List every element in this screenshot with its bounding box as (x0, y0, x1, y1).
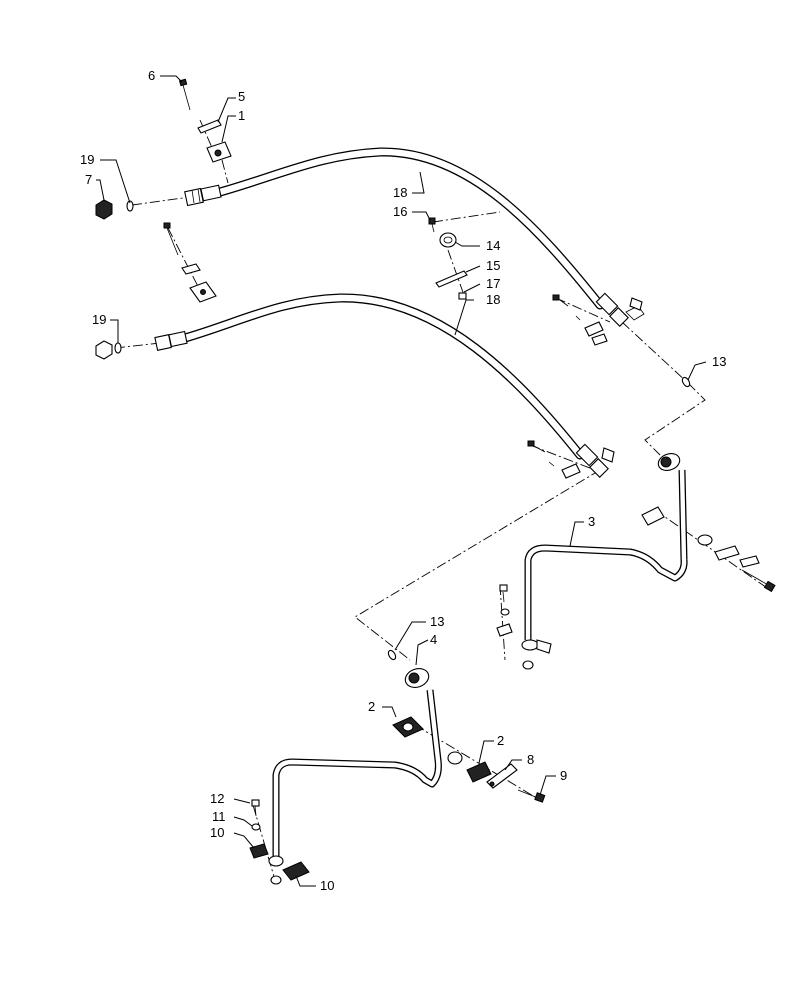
nut-lower (95, 340, 113, 360)
tube-4-top-flange (404, 668, 430, 688)
clamp-1 (206, 141, 232, 163)
upper-hose (184, 147, 645, 327)
callout-8: 8 (527, 752, 534, 767)
o-ring-19-lower (114, 342, 122, 354)
callout-13-lower: 13 (430, 614, 444, 629)
tube-4-bottom-end (268, 855, 284, 867)
callout-16: 16 (393, 204, 407, 219)
callout-17: 17 (486, 276, 500, 291)
clamp-10-lower (270, 861, 310, 885)
o-ring-13-upper (681, 376, 691, 388)
callout-2-left: 2 (368, 699, 375, 714)
callout-14: 14 (486, 238, 500, 253)
bolt-12 (251, 799, 260, 817)
callout-3: 3 (588, 514, 595, 529)
clamp-14 (439, 232, 457, 248)
o-ring-19-upper (126, 200, 134, 212)
clamp-bolt-stack-lower-right (527, 440, 581, 479)
o-ring-13-lower (387, 649, 397, 661)
lower-hose-left-fitting (154, 330, 188, 351)
lower-hose (154, 293, 615, 478)
tube-3 (521, 453, 688, 670)
clamp-bolt-stack-left (163, 222, 217, 303)
tube-3-top-flange (657, 453, 681, 471)
tube-3-bottom-bolt-stack (496, 584, 513, 637)
tube-3-bottom-end (521, 639, 552, 670)
tube-4 (268, 668, 442, 867)
upper-hose-right-fitting (595, 292, 645, 327)
callout-10-lower: 10 (320, 878, 334, 893)
callout-11: 11 (212, 809, 226, 824)
callout-9: 9 (560, 768, 567, 783)
callout-19-upper: 19 (80, 152, 94, 167)
washer-11 (251, 823, 261, 831)
callout-19-lower: 19 (92, 312, 106, 327)
clamp-2-right (466, 761, 492, 783)
clamp-10-upper (249, 843, 269, 859)
bolt-9 (517, 789, 546, 803)
clamp-plate-5 (197, 119, 222, 134)
callout-2-right: 2 (497, 733, 504, 748)
callout-18-lower: 18 (486, 292, 500, 307)
nut-7 (95, 199, 113, 220)
callout-13-upper: 13 (712, 354, 726, 369)
clamp-bolt-stack-upper-right (552, 294, 608, 346)
callout-15: 15 (486, 258, 500, 273)
plate-15 (435, 270, 468, 288)
callout-12: 12 (210, 791, 224, 806)
callout-4: 4 (430, 632, 437, 647)
assembly-centerlines (114, 119, 771, 881)
bolt-16 (428, 217, 436, 233)
callout-5: 5 (238, 89, 245, 104)
callout-6: 6 (148, 68, 155, 83)
plate-8 (486, 763, 518, 789)
nut-17 (458, 292, 467, 300)
bolt-6 (178, 78, 191, 111)
spacer (447, 751, 463, 765)
callout-18-upper: 18 (393, 185, 407, 200)
leader-lines (96, 75, 707, 887)
upper-hose-left-fitting (184, 184, 222, 207)
callout-10-upper: 10 (210, 825, 224, 840)
tube-3-clamp-hardware (641, 506, 776, 593)
callout-1: 1 (238, 108, 245, 123)
callout-7: 7 (85, 172, 92, 187)
clamp-2-left (392, 716, 424, 738)
callout-labels: 6 5 1 19 7 18 16 14 15 17 18 19 13 3 13 … (80, 68, 726, 893)
lower-hose-right-fitting (575, 443, 615, 478)
